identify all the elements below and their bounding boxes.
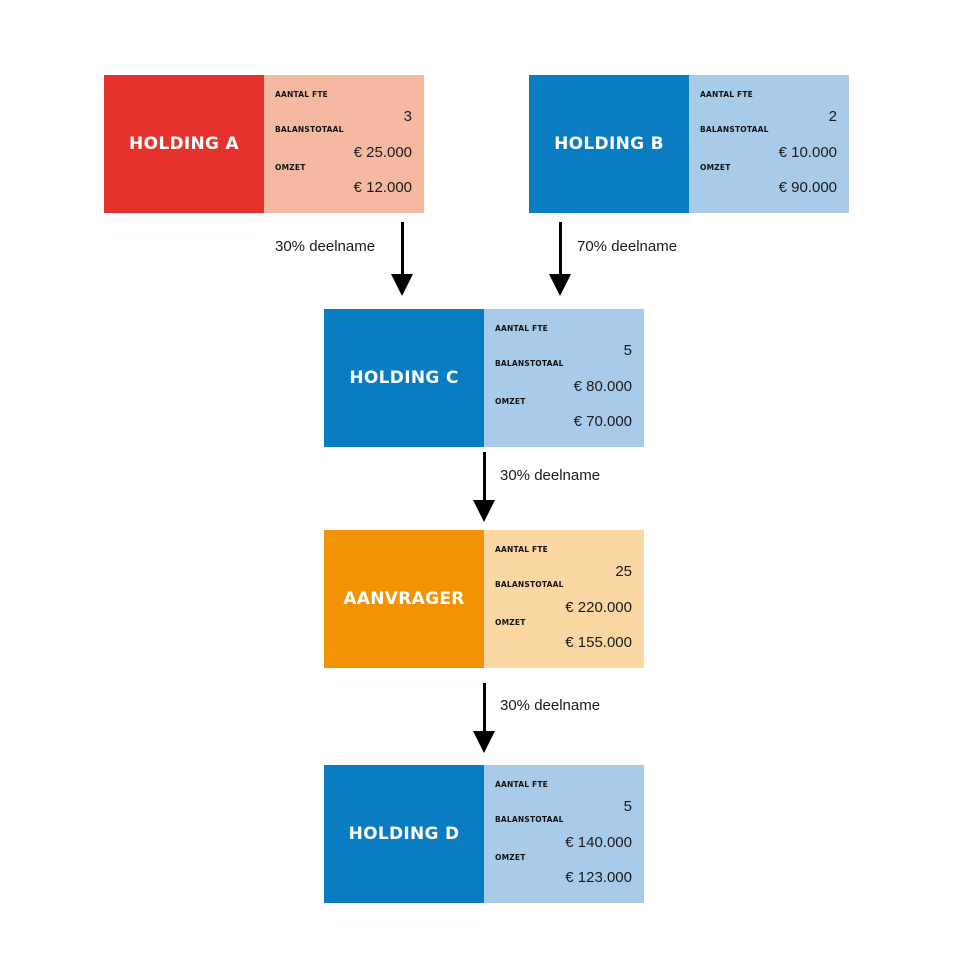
omzet-value: € 70.000 [573, 413, 632, 430]
entity-info-panel: AANTAL FTE 2 BALANSTOTAAL € 10.000 OMZET… [689, 75, 849, 213]
omzet-label: OMZET [495, 853, 526, 862]
entity-aanvrager: AANVRAGER AANTAL FTE 25 BALANSTOTAAL € 2… [324, 530, 644, 668]
fte-value: 2 [828, 108, 837, 125]
entity-holding-d: HOLDING D AANTAL FTE 5 BALANSTOTAAL € 14… [324, 765, 644, 903]
fte-label: AANTAL FTE [700, 90, 753, 99]
omzet-label: OMZET [700, 163, 731, 172]
omzet-label: OMZET [495, 618, 526, 627]
omzet-label: OMZET [495, 397, 526, 406]
entity-name: HOLDING A [104, 75, 264, 213]
entity-holding-b: HOLDING B AANTAL FTE 2 BALANSTOTAAL € 10… [529, 75, 849, 213]
fte-label: AANTAL FTE [495, 324, 548, 333]
relation-label-b-to-c: 70% deelname [577, 238, 678, 255]
fte-label: AANTAL FTE [495, 545, 548, 554]
balanstotaal-label: BALANSTOTAAL [495, 815, 564, 824]
entity-name: HOLDING B [529, 75, 689, 213]
omzet-label: OMZET [275, 163, 306, 172]
entity-name: AANVRAGER [324, 530, 484, 668]
balanstotaal-label: BALANSTOTAAL [495, 359, 564, 368]
fte-label: AANTAL FTE [495, 780, 548, 789]
entity-info-panel: AANTAL FTE 25 BALANSTOTAAL € 220.000 OMZ… [484, 530, 644, 668]
fte-value: 25 [615, 563, 632, 580]
balanstotaal-label: BALANSTOTAAL [495, 580, 564, 589]
balanstotaal-value: € 80.000 [573, 378, 632, 395]
balanstotaal-value: € 220.000 [565, 599, 632, 616]
balanstotaal-value: € 25.000 [353, 144, 412, 161]
balanstotaal-value: € 10.000 [778, 144, 837, 161]
fte-value: 3 [403, 108, 412, 125]
omzet-value: € 12.000 [353, 179, 412, 196]
entity-name: HOLDING C [324, 309, 484, 447]
balanstotaal-label: BALANSTOTAAL [275, 125, 344, 134]
omzet-value: € 123.000 [565, 869, 632, 886]
entity-info-panel: AANTAL FTE 3 BALANSTOTAAL € 25.000 OMZET… [264, 75, 424, 213]
omzet-value: € 155.000 [565, 634, 632, 651]
balanstotaal-value: € 140.000 [565, 834, 632, 851]
entity-info-panel: AANTAL FTE 5 BALANSTOTAAL € 140.000 OMZE… [484, 765, 644, 903]
entity-holding-c: HOLDING C AANTAL FTE 5 BALANSTOTAAL € 80… [324, 309, 644, 447]
relation-label-c-to-aanvrager: 30% deelname [500, 467, 601, 484]
entity-holding-a: HOLDING A AANTAL FTE 3 BALANSTOTAAL € 25… [104, 75, 424, 213]
entity-info-panel: AANTAL FTE 5 BALANSTOTAAL € 80.000 OMZET… [484, 309, 644, 447]
entity-name: HOLDING D [324, 765, 484, 903]
fte-value: 5 [623, 342, 632, 359]
balanstotaal-label: BALANSTOTAAL [700, 125, 769, 134]
relation-label-aanvrager-to-d: 30% deelname [500, 697, 601, 714]
relation-label-a-to-c: 30% deelname [275, 238, 376, 255]
fte-value: 5 [623, 798, 632, 815]
omzet-value: € 90.000 [778, 179, 837, 196]
fte-label: AANTAL FTE [275, 90, 328, 99]
